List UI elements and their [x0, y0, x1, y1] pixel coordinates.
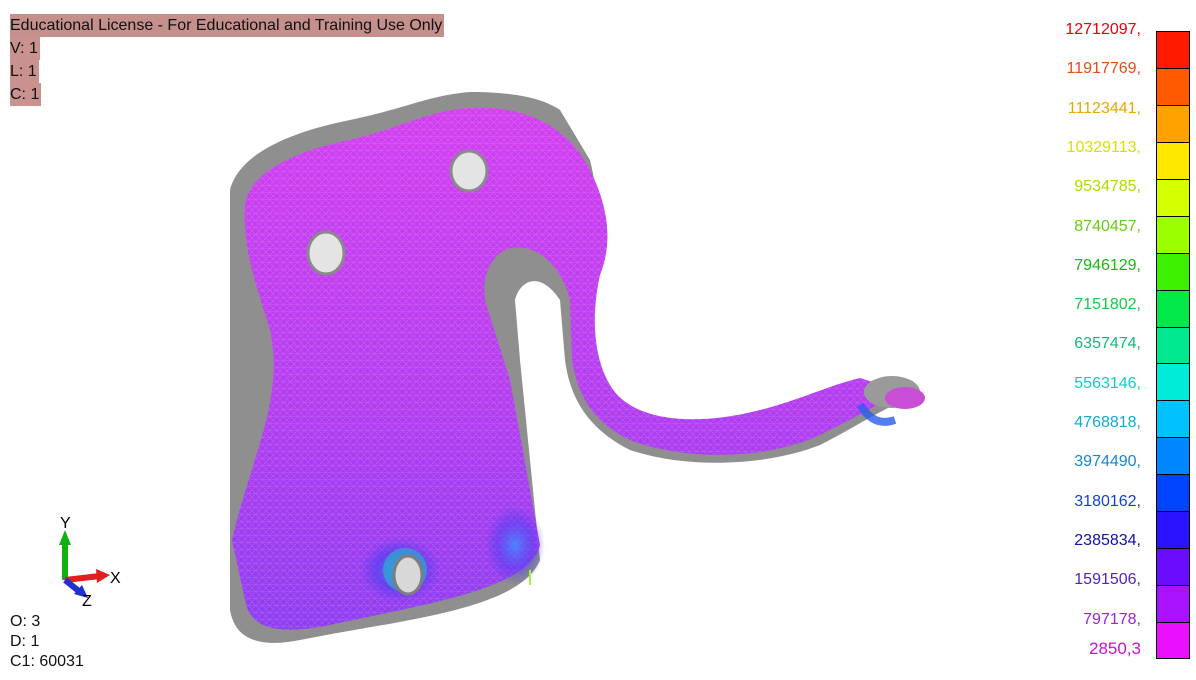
info-v: V: 1: [10, 37, 40, 60]
legend-label: 4768818,: [1074, 414, 1141, 431]
legend-label: 2850,3: [1089, 639, 1141, 658]
viewport-stats: O: 3 D: 1 C1: 60031: [10, 612, 84, 672]
stat-c1: C1: 60031: [10, 653, 84, 670]
legend-band: [1157, 290, 1189, 328]
legend-label: 7946129,: [1074, 256, 1141, 274]
legend-label: 6357474,: [1074, 335, 1141, 353]
legend-label: 2385834,: [1074, 531, 1141, 549]
axis-z-label: Z: [82, 593, 92, 610]
viewport-info: Educational License - For Educational an…: [10, 14, 445, 106]
legend-label: 3180162,: [1074, 492, 1141, 510]
axis-x-label: X: [110, 570, 121, 587]
mounting-hole-top: [449, 149, 489, 193]
model-viewport[interactable]: Y X Z: [0, 0, 1040, 680]
legend-band: [1157, 32, 1189, 69]
legend-band: [1157, 105, 1189, 143]
axis-triad: Y X Z: [59, 515, 121, 610]
legend-label: 11123441,: [1067, 99, 1141, 117]
stat-o: O: 3: [10, 613, 41, 630]
legend-band: [1157, 586, 1189, 624]
info-c: C: 1: [10, 83, 42, 106]
legend-label: 9534785,: [1074, 178, 1141, 196]
legend-band: [1157, 142, 1189, 180]
legend-color-bar: [1156, 31, 1190, 659]
legend-band: [1157, 401, 1189, 439]
legend-label: 8740457,: [1074, 217, 1141, 235]
legend-label: 12712097,: [1065, 21, 1141, 38]
legend-band: [1157, 364, 1189, 402]
legend-band: [1157, 475, 1189, 513]
legend-label: 11917769,: [1066, 60, 1141, 78]
info-l: L: 1: [10, 60, 39, 83]
mounting-hole-bottom: [392, 554, 424, 596]
legend-label: 7151802,: [1074, 296, 1141, 314]
axis-y-label: Y: [60, 515, 71, 532]
legend-label: 1591506,: [1074, 571, 1141, 589]
mounting-hole-left: [306, 230, 346, 276]
legend-band: [1157, 216, 1189, 254]
legend-label: 3974490,: [1074, 453, 1141, 471]
legend-band: [1157, 623, 1189, 658]
legend-band: [1157, 68, 1189, 106]
legend-band: [1157, 253, 1189, 291]
legend-band: [1157, 327, 1189, 365]
legend-band: [1157, 438, 1189, 476]
legend-label: 5563146,: [1074, 374, 1141, 392]
legend-band: [1157, 179, 1189, 217]
stress-legend: 12712097, 11917769, 11123441, 10329113, 9534…: [1040, 20, 1196, 670]
legend-label: 10329113,: [1066, 138, 1141, 156]
legend-band: [1157, 549, 1189, 587]
legend-band: [1157, 512, 1189, 550]
license-banner: Educational License - For Educational an…: [10, 14, 445, 37]
stat-d: D: 1: [10, 633, 40, 650]
legend-label: 797178,: [1083, 610, 1141, 628]
